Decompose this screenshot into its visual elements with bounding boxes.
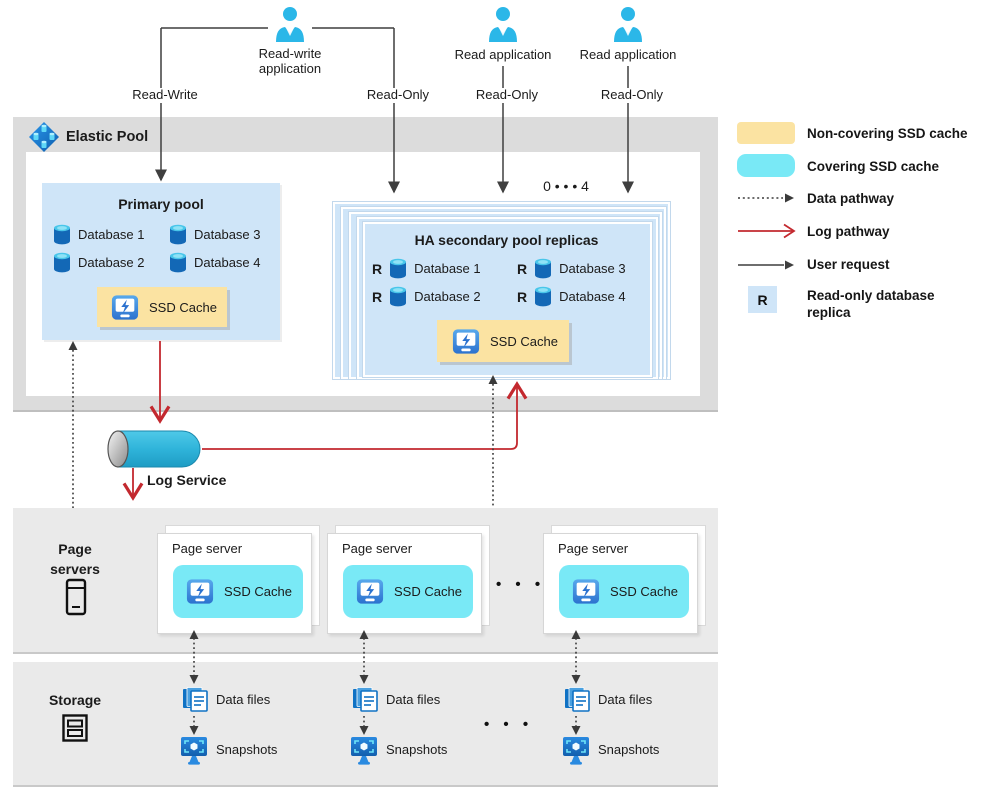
database-label: Database 2 xyxy=(414,288,481,304)
snapshots-icon xyxy=(180,736,208,766)
snapshots-icon xyxy=(562,736,590,766)
user-request-arrow-icon xyxy=(737,259,795,271)
ssd-cache-label: SSD Cache xyxy=(149,299,217,315)
page-server-title: Page server xyxy=(342,541,413,556)
database-label: Database 1 xyxy=(414,260,481,276)
database-label: Database 3 xyxy=(194,226,261,242)
legend-label: Read-only database replica xyxy=(807,288,935,320)
legend-label: Log pathway xyxy=(807,224,890,239)
ssd-cache-label: SSD Cache xyxy=(224,583,292,599)
read-write-user-icon xyxy=(272,6,308,44)
primary-database-3: Database 3 xyxy=(168,222,261,248)
read-write-request-label: Read-Write xyxy=(124,87,206,103)
read-write-application-label: Read-write application xyxy=(258,46,322,76)
data-files-icon xyxy=(352,686,378,713)
ssd-cache-label: SSD Cache xyxy=(490,333,558,349)
elastic-pool-title: Elastic Pool xyxy=(66,129,149,145)
elastic-pool-icon xyxy=(28,121,60,153)
read-only-request-label-1: Read-Only xyxy=(359,87,437,103)
ssd-cache-icon xyxy=(111,294,139,321)
replica-marker: R xyxy=(517,289,528,305)
replica-badge: R xyxy=(748,286,777,313)
primary-database-1: Database 1 xyxy=(52,222,145,248)
read-user-icon-1 xyxy=(485,6,521,44)
storage-ellipsis: • • • xyxy=(484,716,534,733)
page-servers-ellipsis: • • • xyxy=(496,576,546,593)
page-server-ssd-cache: SSD Cache xyxy=(343,564,473,618)
data-files-label: Data files xyxy=(216,692,271,707)
replica-marker: R xyxy=(517,261,528,277)
storage-box xyxy=(13,662,718,787)
legend-label: Data pathway xyxy=(807,191,895,206)
ha-database-3: R Database 3 xyxy=(517,256,626,282)
page-server-title: Page server xyxy=(172,541,243,556)
data-files-label: Data files xyxy=(598,692,653,707)
snapshots-label: Snapshots xyxy=(598,742,660,757)
snapshots-label: Snapshots xyxy=(386,742,448,757)
replica-marker: R xyxy=(372,289,383,305)
page-server-card-2: Page server SSD Cache xyxy=(327,533,482,634)
ha-replica-range-label: 0 • • • 4 xyxy=(543,178,589,194)
read-only-request-label-3: Read-Only xyxy=(593,87,671,103)
log-pathway-arrow-icon xyxy=(737,223,797,239)
legend-label: User request xyxy=(807,257,890,272)
legend-label: Covering SSD cache xyxy=(807,159,940,174)
database-label: Database 1 xyxy=(78,226,145,242)
database-label: Database 4 xyxy=(194,254,261,270)
ha-database-2: R Database 2 xyxy=(372,284,481,310)
database-label: Database 2 xyxy=(78,254,145,270)
ha-database-1: R Database 1 xyxy=(372,256,481,282)
log-service-icon xyxy=(104,429,202,469)
database-label: Database 4 xyxy=(559,288,626,304)
read-application-label-2: Read application xyxy=(579,47,677,62)
primary-database-4: Database 4 xyxy=(168,250,261,276)
page-servers-section-label: Page servers xyxy=(50,541,100,577)
ha-database-4: R Database 4 xyxy=(517,284,626,310)
storage-icon xyxy=(62,714,88,742)
read-application-label-1: Read application xyxy=(454,47,552,62)
legend-label: Non-covering SSD cache xyxy=(807,126,968,141)
ssd-cache-icon xyxy=(572,578,600,605)
ssd-cache-icon xyxy=(186,578,214,605)
page-server-title: Page server xyxy=(558,541,629,556)
snapshots-label: Snapshots xyxy=(216,742,278,757)
read-only-request-label-2: Read-Only xyxy=(468,87,546,103)
primary-database-2: Database 2 xyxy=(52,250,145,276)
page-server-ssd-cache: SSD Cache xyxy=(173,564,303,618)
storage-section-label: Storage xyxy=(48,692,102,708)
ha-ssd-cache: SSD Cache xyxy=(437,320,569,362)
page-server-ssd-cache: SSD Cache xyxy=(559,564,689,618)
ssd-cache-label: SSD Cache xyxy=(394,583,462,599)
page-server-icon xyxy=(64,578,88,616)
replica-marker: R xyxy=(372,261,383,277)
ssd-cache-icon xyxy=(356,578,384,605)
primary-pool-title: Primary pool xyxy=(118,196,204,212)
log-service-label: Log Service xyxy=(147,472,227,488)
read-user-icon-2 xyxy=(610,6,646,44)
data-files-icon xyxy=(564,686,590,713)
data-files-icon xyxy=(182,686,208,713)
legend-swatch-non-covering xyxy=(737,122,795,144)
database-label: Database 3 xyxy=(559,260,626,276)
page-server-card-1: Page server SSD Cache xyxy=(157,533,312,634)
ssd-cache-label: SSD Cache xyxy=(610,583,678,599)
page-server-card-3: Page server SSD Cache xyxy=(543,533,698,634)
snapshots-icon xyxy=(350,736,378,766)
ha-pool-title: HA secondary pool replicas xyxy=(414,232,599,248)
data-pathway-arrow-icon xyxy=(737,192,795,204)
data-files-label: Data files xyxy=(386,692,441,707)
primary-ssd-cache: SSD Cache xyxy=(97,287,227,327)
ssd-cache-icon xyxy=(452,328,480,355)
legend-swatch-covering xyxy=(737,154,795,177)
